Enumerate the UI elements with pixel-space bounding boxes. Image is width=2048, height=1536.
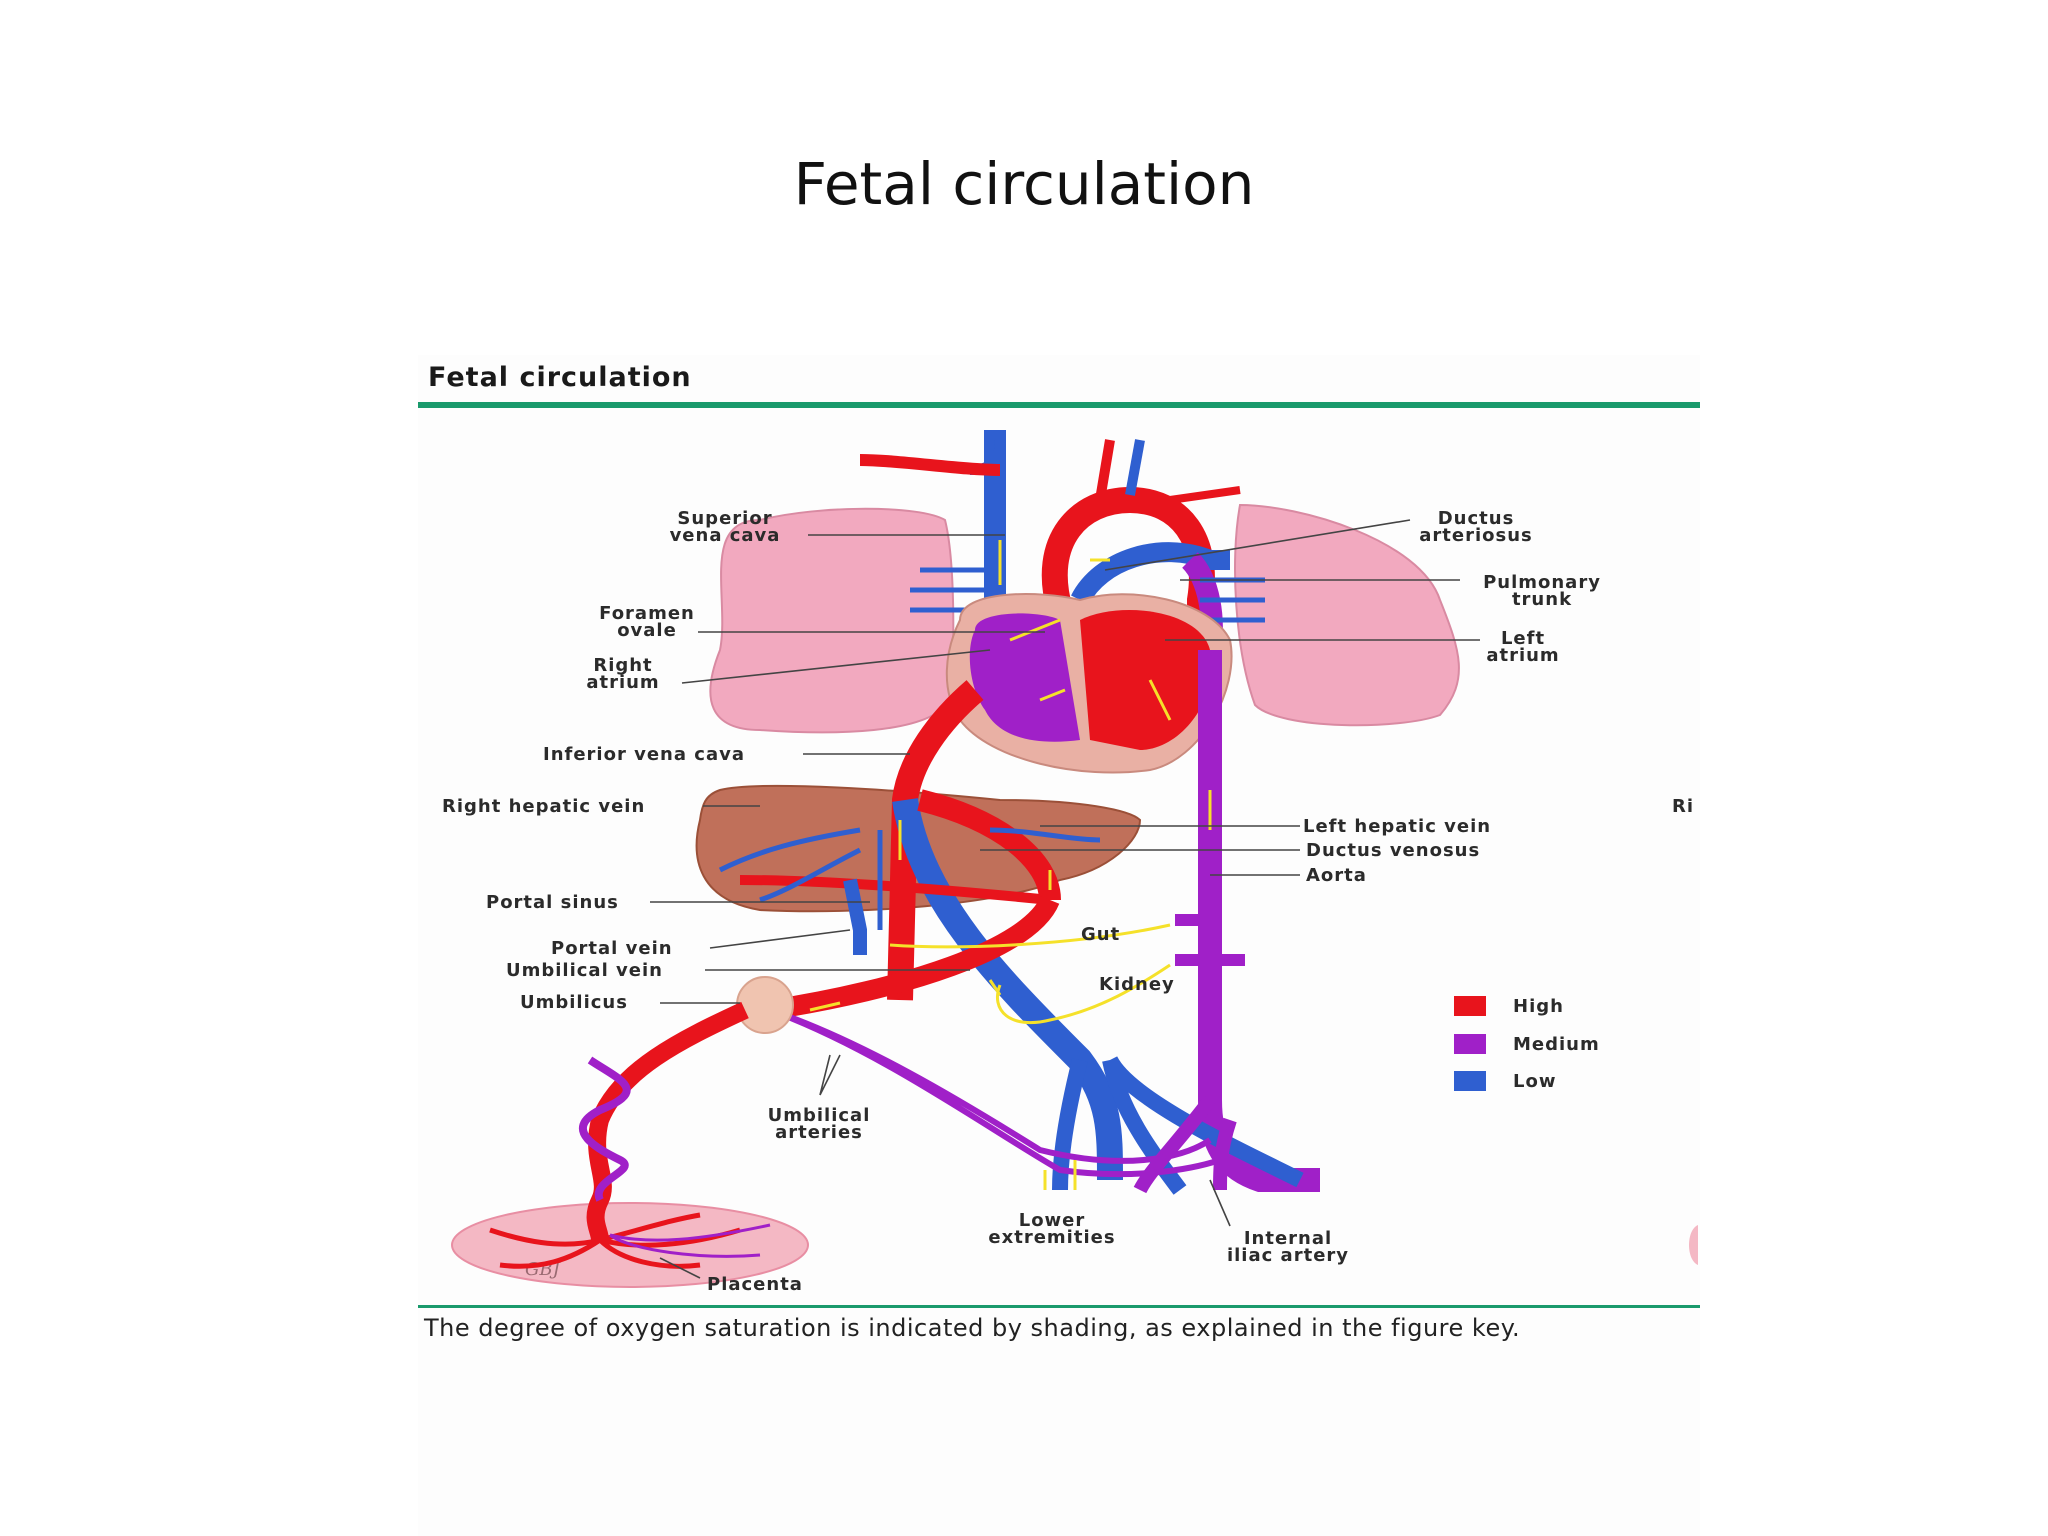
label-da-2: arteriosus	[1419, 525, 1533, 546]
label-rhv: Right hepatic vein	[442, 796, 645, 817]
label-ua-1: Umbilical	[768, 1105, 871, 1126]
gut-loop	[889, 923, 1171, 949]
aortic-branch-3	[1169, 486, 1241, 504]
descending-aorta	[1198, 650, 1320, 1192]
portal-sinus-vessel	[739, 875, 1051, 905]
label-placenta: Placenta	[707, 1274, 803, 1295]
legend: High Medium Low	[1454, 996, 1600, 1092]
label-gut: Gut	[1081, 924, 1120, 945]
figure-header: Fetal circulation	[428, 362, 692, 393]
portal-vein-vessel	[843, 878, 867, 955]
label-iia-1: Internal	[1244, 1228, 1332, 1249]
label-umbilicus: Umbilicus	[520, 992, 628, 1013]
umbilical-cord-artery-twist	[579, 1056, 631, 1202]
aortic-branch-2	[1125, 439, 1145, 496]
label-pt-2: trunk	[1512, 589, 1572, 610]
legend-label-medium: Medium	[1513, 1034, 1600, 1055]
leader-placenta	[659, 1257, 701, 1279]
ductus-venosus-vessel	[917, 789, 1061, 901]
placenta-vessels-medium	[609, 1223, 771, 1258]
umbilical-vein-vessel	[768, 895, 1060, 1020]
label-la-2: atrium	[1486, 645, 1559, 666]
neck-artery	[859, 454, 1001, 476]
label-da-1: Ductus	[1438, 508, 1515, 529]
ivc-lower-blue	[892, 797, 1123, 1181]
label-ps: Portal sinus	[486, 892, 619, 913]
umbilical-cord	[586, 1001, 749, 1241]
label-cropped-edge: Ri	[1672, 796, 1694, 817]
header-divider	[418, 402, 1700, 408]
right-lung	[709, 507, 955, 734]
inferior-vena-cava-vessel	[887, 680, 984, 1001]
legend-label-low: Low	[1513, 1071, 1556, 1092]
flow-arrows	[809, 540, 1212, 1012]
slide-title: Fetal circulation	[793, 150, 1255, 218]
legend-swatch-high	[1454, 996, 1486, 1016]
leader-pv	[709, 929, 851, 949]
legend-swatch-medium	[1454, 1034, 1486, 1054]
label-ra-1: Right	[593, 655, 652, 676]
label-le-2: extremities	[988, 1227, 1115, 1248]
umbilicus-ring	[736, 976, 794, 1034]
placenta-vessels	[489, 1212, 741, 1269]
label-svc-1: Superior	[677, 508, 772, 529]
label-fo-2: ovale	[617, 620, 677, 641]
caption-divider	[418, 1305, 1700, 1308]
label-pv: Portal vein	[551, 938, 673, 959]
label-kidney: Kidney	[1099, 974, 1175, 995]
leader-da	[1104, 519, 1411, 571]
label-uv: Umbilical vein	[506, 960, 663, 981]
aortic-branch-1	[1095, 439, 1115, 501]
label-ra-2: atrium	[586, 672, 659, 693]
leader-ra	[681, 649, 991, 684]
label-fo-1: Foramen	[599, 603, 695, 624]
left-lung	[1234, 503, 1460, 727]
legend-swatch-low	[1454, 1071, 1486, 1091]
leader-iia	[1209, 1179, 1231, 1227]
label-ua-2: arteries	[775, 1122, 863, 1143]
label-dv: Ductus venosus	[1306, 840, 1480, 861]
right-heart-chambers	[969, 613, 1080, 742]
label-pt-1: Pulmonary	[1483, 572, 1601, 593]
label-le-1: Lower	[1019, 1210, 1086, 1231]
legend-label-high: High	[1513, 996, 1564, 1017]
label-ivc: Inferior vena cava	[543, 744, 745, 765]
iliac-arteries	[1133, 1095, 1237, 1194]
label-la-1: Left	[1501, 628, 1545, 649]
kidney-loop	[996, 963, 1171, 1025]
label-lhv: Left hepatic vein	[1303, 816, 1491, 837]
leader-ua	[819, 1054, 841, 1096]
left-heart-chambers	[1080, 610, 1212, 750]
lower-extremity-flow	[1043, 1160, 1077, 1190]
label-svc-2: vena cava	[670, 525, 781, 546]
label-iia-2: iliac artery	[1227, 1245, 1349, 1266]
hepatic-veins	[718, 827, 1101, 930]
label-aorta: Aorta	[1306, 865, 1367, 886]
cropped-edge-shape	[1689, 1225, 1698, 1265]
umbilical-arteries-vessel	[768, 1007, 1221, 1178]
figure-caption: The degree of oxygen saturation is indic…	[424, 1314, 1521, 1342]
